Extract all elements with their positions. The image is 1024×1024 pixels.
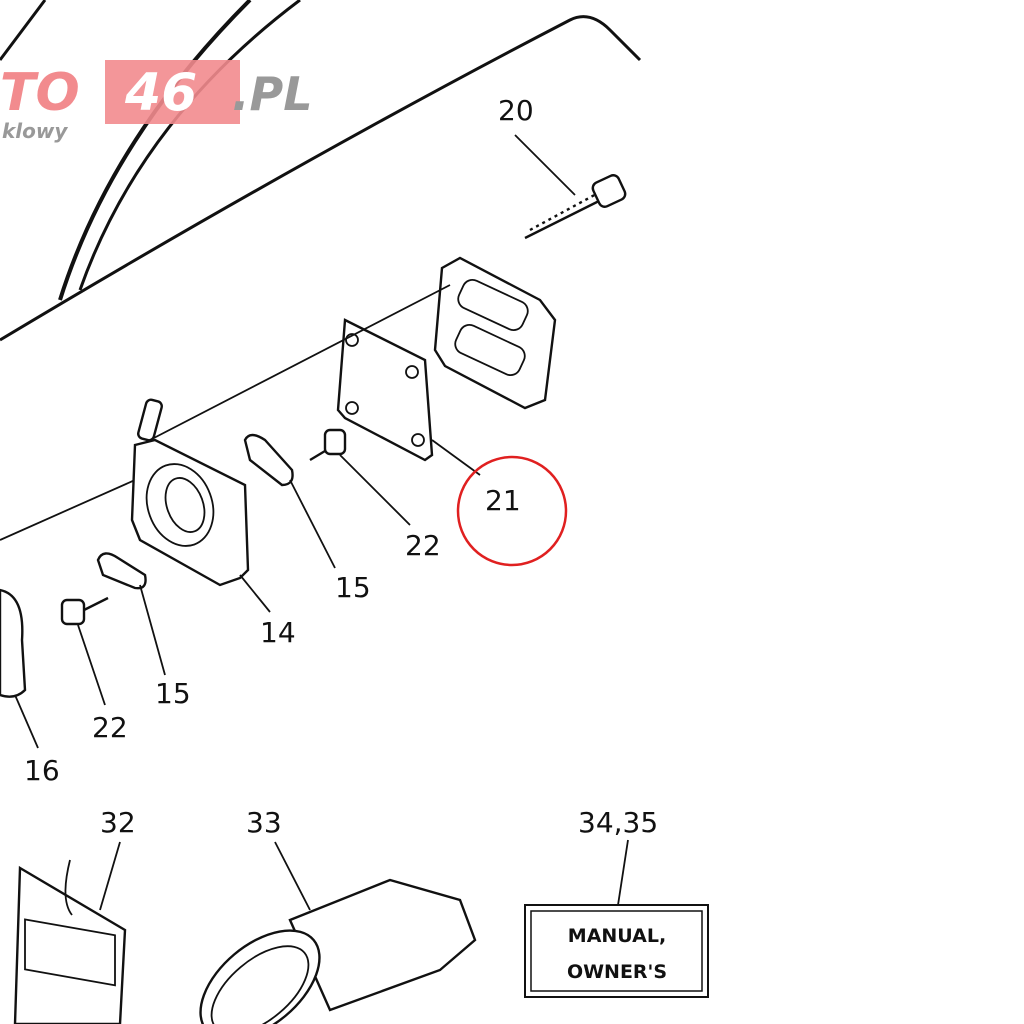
callout-15: 15 bbox=[335, 571, 371, 604]
manual-label-line1: MANUAL, bbox=[568, 925, 666, 947]
watermark-domain: .PL bbox=[232, 67, 313, 121]
watermark-subtitle: klowy bbox=[2, 119, 68, 143]
callout-16: 16 bbox=[24, 754, 60, 787]
callout-14: 14 bbox=[260, 616, 296, 649]
watermark-number: 46 bbox=[124, 63, 197, 123]
callout-22: 22 bbox=[92, 711, 128, 744]
screw-22 bbox=[60, 428, 411, 706]
gasket-16 bbox=[0, 588, 39, 749]
callout-20: 20 bbox=[498, 94, 534, 127]
callout-32: 32 bbox=[100, 806, 136, 839]
owners-manual: MANUAL, OWNER'S bbox=[524, 839, 709, 998]
pump-body bbox=[130, 398, 271, 613]
highlight-circle bbox=[456, 455, 568, 567]
callout-33: 33 bbox=[246, 806, 282, 839]
watermark-text: TO bbox=[0, 63, 80, 123]
callout-15: 15 bbox=[155, 677, 191, 710]
watermark-logo: TO 46 .PL klowy bbox=[0, 60, 313, 143]
cover-plate bbox=[433, 256, 557, 410]
bolt-20 bbox=[514, 134, 627, 240]
callout-22: 22 bbox=[405, 529, 441, 562]
pin-15 bbox=[96, 433, 336, 676]
gasket bbox=[336, 318, 481, 476]
duct-33 bbox=[199, 841, 477, 1024]
hull-outline bbox=[0, 0, 642, 342]
manual-label-line2: OWNER'S bbox=[567, 961, 667, 983]
callout-21: 21 bbox=[485, 484, 521, 517]
callout-34-35: 34,35 bbox=[578, 806, 658, 839]
tag-32 bbox=[13, 841, 127, 1024]
